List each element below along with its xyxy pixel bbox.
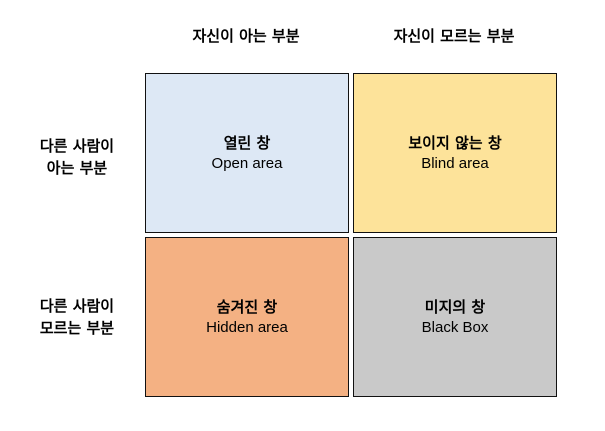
cell-unknown-area: 미지의 창 Black Box: [353, 237, 557, 397]
cell-subtitle: Black Box: [421, 319, 489, 336]
row-header-line-2: 아는 부분: [46, 159, 108, 177]
row-header-line-2: 모르는 부분: [39, 319, 115, 337]
cell-subtitle: Hidden area: [206, 319, 288, 336]
cell-title: 미지의 창: [424, 298, 486, 316]
row-header-line-1: 다른 사람이: [39, 297, 115, 315]
cell-hidden-area: 숨겨진 창 Hidden area: [145, 237, 349, 397]
cell-title: 열린 창: [223, 134, 271, 152]
cell-subtitle: Open area: [211, 155, 283, 172]
row-header-line-1: 다른 사람이: [39, 137, 115, 155]
column-header-self-known: 자신이 아는 부분: [192, 27, 300, 45]
cell-open-area: 열린 창 Open area: [145, 73, 349, 233]
cell-title: 보이지 않는 창: [408, 134, 502, 152]
row-header-others-known: 다른 사람이 아는 부분: [14, 135, 140, 179]
row-header-others-unknown: 다른 사람이 모르는 부분: [14, 295, 140, 339]
column-header-self-unknown: 자신이 모르는 부분: [393, 27, 515, 45]
cell-subtitle: Blind area: [421, 155, 489, 172]
cell-blind-area: 보이지 않는 창 Blind area: [353, 73, 557, 233]
cell-title: 숨겨진 창: [216, 298, 278, 316]
